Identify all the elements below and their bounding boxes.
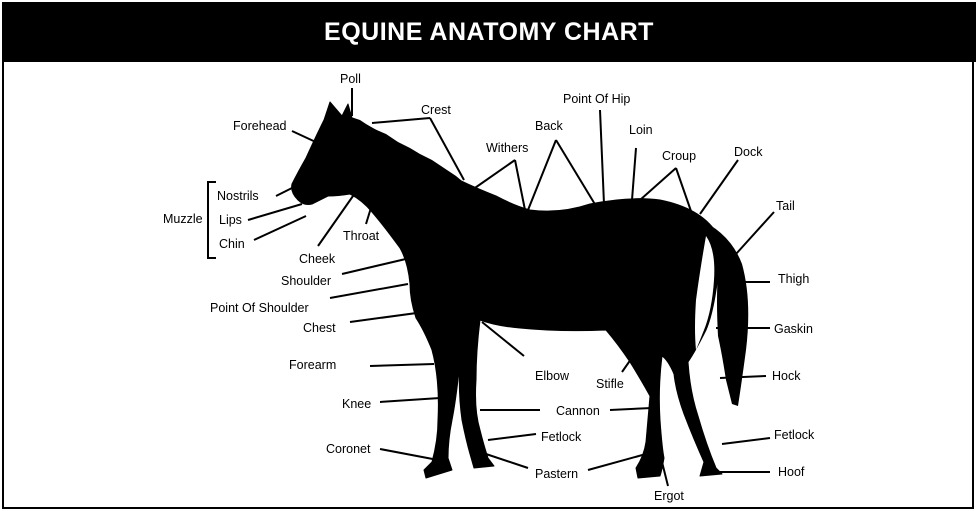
label-withers: Withers (486, 141, 528, 155)
label-forehead: Forehead (233, 119, 287, 133)
label-dock: Dock (734, 145, 763, 159)
label-pastern: Pastern (535, 467, 578, 481)
label-stifle: Stifle (596, 377, 624, 391)
label-crest: Crest (421, 103, 451, 117)
label-loin: Loin (629, 123, 653, 137)
label-ergot: Ergot (654, 489, 684, 503)
label-cheek: Cheek (299, 252, 336, 266)
label-shoulder: Shoulder (281, 274, 331, 288)
label-hock: Hock (772, 369, 801, 383)
label-fetlock-front: Fetlock (541, 430, 582, 444)
label-chest: Chest (303, 321, 336, 335)
horse-silhouette (292, 102, 722, 478)
label-thigh: Thigh (778, 272, 809, 286)
label-croup: Croup (662, 149, 696, 163)
label-poll: Poll (340, 72, 361, 86)
label-cannon: Cannon (556, 404, 600, 418)
label-forearm: Forearm (289, 358, 336, 372)
label-knee: Knee (342, 397, 371, 411)
label-hoof: Hoof (778, 465, 805, 479)
label-back: Back (535, 119, 564, 133)
label-coronet: Coronet (326, 442, 371, 456)
label-nostrils: Nostrils (217, 189, 259, 203)
label-elbow: Elbow (535, 369, 570, 383)
label-point-of-shoulder: Point Of Shoulder (210, 301, 309, 315)
label-muzzle: Muzzle (163, 212, 203, 226)
label-fetlock-hind: Fetlock (774, 428, 815, 442)
label-chin: Chin (219, 237, 245, 251)
label-tail: Tail (776, 199, 795, 213)
label-throat: Throat (343, 229, 380, 243)
label-gaskin: Gaskin (774, 322, 813, 336)
label-lips: Lips (219, 213, 242, 227)
label-point-of-hip: Point Of Hip (563, 92, 630, 106)
